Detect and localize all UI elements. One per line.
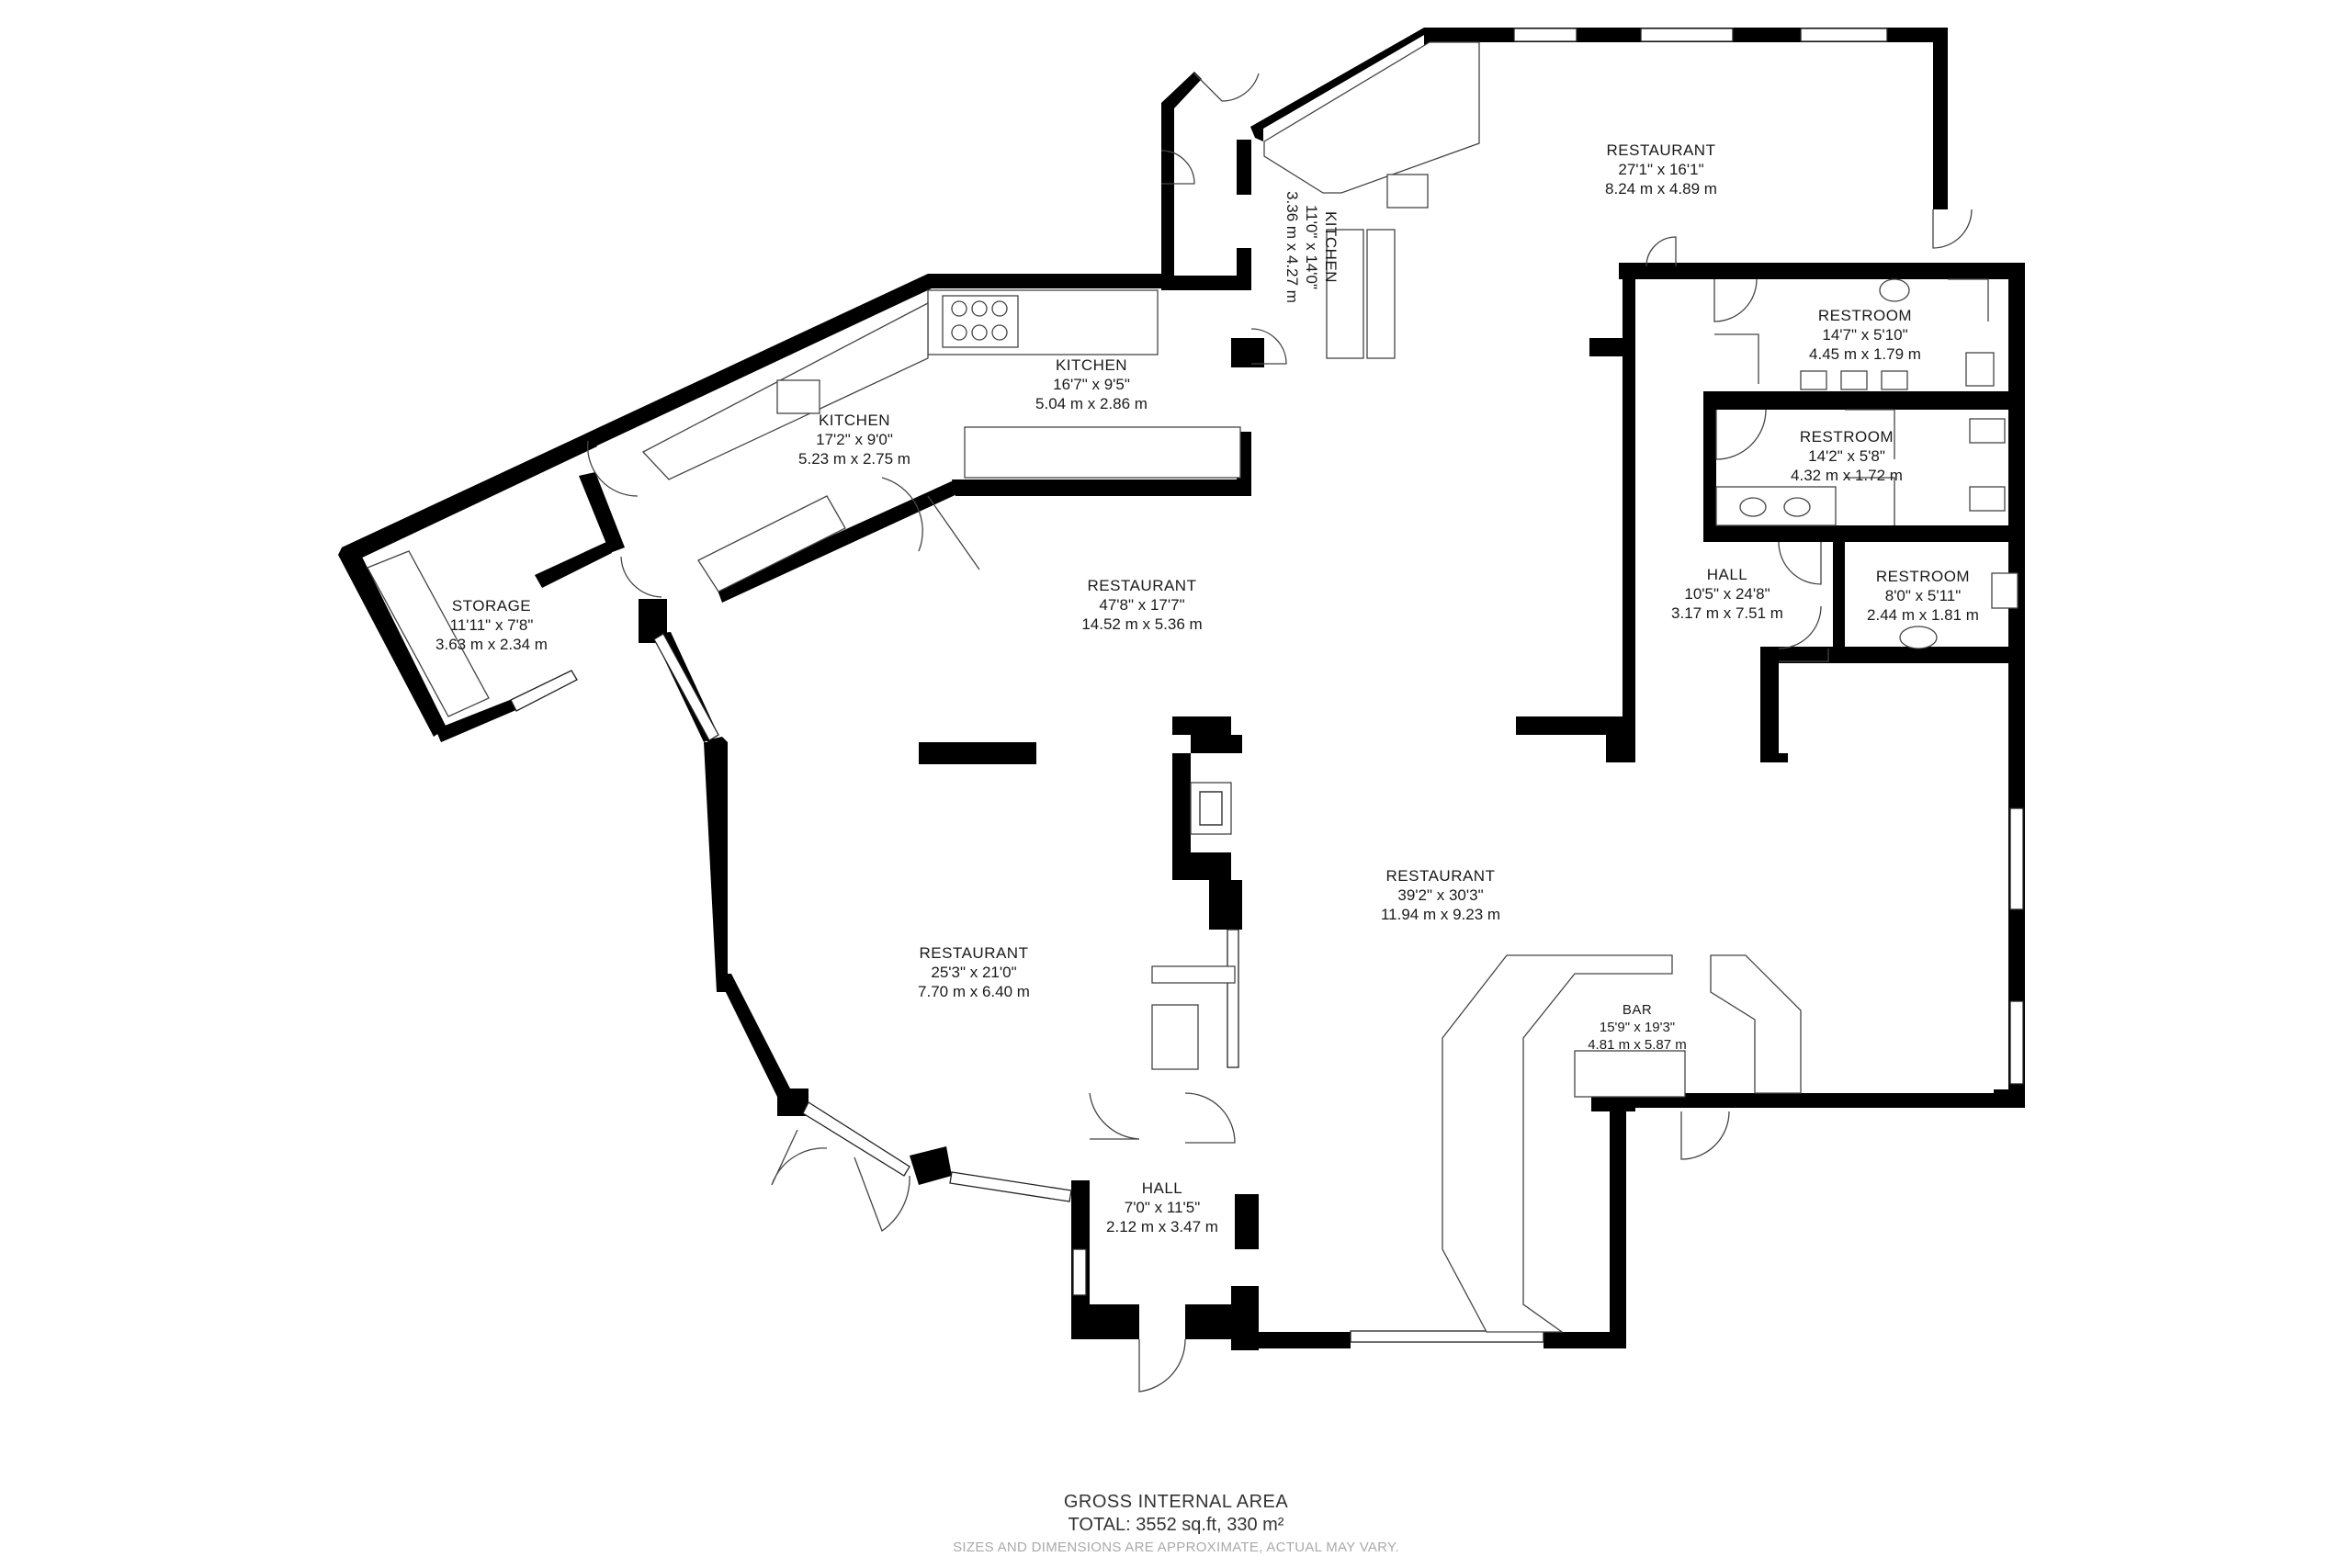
room-name: KITCHEN <box>819 412 890 429</box>
room-label-restroom-3: RESTROOM 8'0" x 5'11" 2.44 m x 1.81 m <box>1867 568 1979 624</box>
room-dim-metric: 7.70 m x 6.40 m <box>918 983 1030 1000</box>
room-name: HALL <box>1707 566 1748 583</box>
room-dim-imperial: 11'0" x 14'0" <box>1303 205 1320 289</box>
room-dim-metric: 4.32 m x 1.72 m <box>1791 467 1903 484</box>
room-name: RESTAURANT <box>1386 867 1496 885</box>
room-dim-metric: 14.52 m x 5.36 m <box>1081 615 1202 633</box>
room-label-restaurant-top-right: RESTAURANT 27'1" x 16'1" 8.24 m x 4.89 m <box>1605 141 1717 197</box>
area-summary: GROSS INTERNAL AREA TOTAL: 3552 sq.ft, 3… <box>0 1492 2352 1555</box>
room-name: RESTAURANT <box>1607 141 1716 159</box>
windows <box>510 28 2024 1343</box>
fixtures <box>367 41 2018 1333</box>
room-dim-metric: 2.12 m x 3.47 m <box>1106 1218 1218 1235</box>
room-dim-imperial: 17'2" x 9'0" <box>816 431 893 448</box>
room-dim-metric: 5.04 m x 2.86 m <box>1035 395 1148 412</box>
room-name: RESTROOM <box>1876 568 1970 585</box>
room-label-hall-south: HALL 7'0" x 11'5" 2.12 m x 3.47 m <box>1106 1179 1218 1235</box>
room-label-restroom-1: RESTROOM 14'7" x 5'10" 4.45 m x 1.79 m <box>1809 307 1921 363</box>
room-labels: RESTAURANT 27'1" x 16'1" 8.24 m x 4.89 m… <box>435 141 1979 1235</box>
doors <box>587 73 1989 1393</box>
room-dim-metric: 3.17 m x 7.51 m <box>1671 604 1783 622</box>
room-dim-imperial: 8'0" x 5'11" <box>1885 587 1962 604</box>
area-title: GROSS INTERNAL AREA <box>1063 1492 1289 1512</box>
room-dim-metric: 4.45 m x 1.79 m <box>1809 345 1921 363</box>
room-dim-imperial: 10'5" x 24'8" <box>1684 585 1770 603</box>
room-name: KITCHEN <box>1056 356 1127 374</box>
room-dim-metric: 8.24 m x 4.89 m <box>1605 180 1717 197</box>
room-name: STORAGE <box>452 597 531 615</box>
area-total: TOTAL: 3552 sq.ft, 330 m² <box>1068 1515 1284 1535</box>
room-dim-imperial: 14'2" x 5'8" <box>1808 447 1885 465</box>
room-name: HALL <box>1142 1179 1183 1197</box>
room-dim-imperial: 7'0" x 11'5" <box>1125 1199 1201 1216</box>
room-dim-metric: 5.23 m x 2.75 m <box>798 450 910 468</box>
room-dim-imperial: 16'7" x 9'5" <box>1053 376 1130 393</box>
room-dim-metric: 3.36 m x 4.27 m <box>1283 191 1301 303</box>
room-dim-imperial: 47'8" x 17'7" <box>1099 596 1184 614</box>
room-label-restaurant-central: RESTAURANT 47'8" x 17'7" 14.52 m x 5.36 … <box>1081 577 1202 633</box>
room-label-kitchen-diagonal: KITCHEN 17'2" x 9'0" 5.23 m x 2.75 m <box>798 412 910 468</box>
room-label-restroom-2: RESTROOM 14'2" x 5'8" 4.32 m x 1.72 m <box>1791 428 1903 484</box>
room-name: RESTAURANT <box>920 944 1029 962</box>
room-label-restaurant-west: RESTAURANT 25'3" x 21'0" 7.70 m x 6.40 m <box>918 944 1030 1000</box>
room-dim-imperial: 11'11" x 7'8" <box>450 616 534 634</box>
room-label-kitchen-vertical: KITCHEN 11'0" x 14'0" 3.36 m x 4.27 m <box>1283 191 1340 303</box>
room-name: BAR <box>1623 1002 1652 1018</box>
room-dim-imperial: 27'1" x 16'1" <box>1618 161 1703 178</box>
room-label-kitchen-main: KITCHEN 16'7" x 9'5" 5.04 m x 2.86 m <box>1035 356 1148 412</box>
room-label-storage: STORAGE 11'11" x 7'8" 3.63 m x 2.34 m <box>435 597 548 653</box>
area-disclaimer: SIZES AND DIMENSIONS ARE APPROXIMATE, AC… <box>953 1540 1399 1555</box>
room-name: RESTROOM <box>1800 428 1894 446</box>
room-dim-imperial: 15'9" x 19'3" <box>1600 1020 1675 1035</box>
room-dim-imperial: 39'2" x 30'3" <box>1397 886 1483 904</box>
walls <box>338 28 2025 1350</box>
room-label-restaurant-large: RESTAURANT 39'2" x 30'3" 11.94 m x 9.23 … <box>1381 867 1500 923</box>
room-label-hall-east: HALL 10'5" x 24'8" 3.17 m x 7.51 m <box>1671 566 1783 622</box>
room-name: RESTROOM <box>1818 307 1912 324</box>
room-name: RESTAURANT <box>1088 577 1197 594</box>
room-dim-metric: 3.63 m x 2.34 m <box>435 636 548 653</box>
room-dim-metric: 4.81 m x 5.87 m <box>1588 1037 1687 1053</box>
room-dim-metric: 2.44 m x 1.81 m <box>1867 606 1979 624</box>
room-dim-metric: 11.94 m x 9.23 m <box>1381 906 1500 923</box>
room-dim-imperial: 14'7" x 5'10" <box>1822 326 1907 344</box>
room-label-bar: BAR 15'9" x 19'3" 4.81 m x 5.87 m <box>1588 1002 1687 1053</box>
room-name: KITCHEN <box>1322 211 1340 283</box>
room-dim-imperial: 25'3" x 21'0" <box>931 964 1016 981</box>
